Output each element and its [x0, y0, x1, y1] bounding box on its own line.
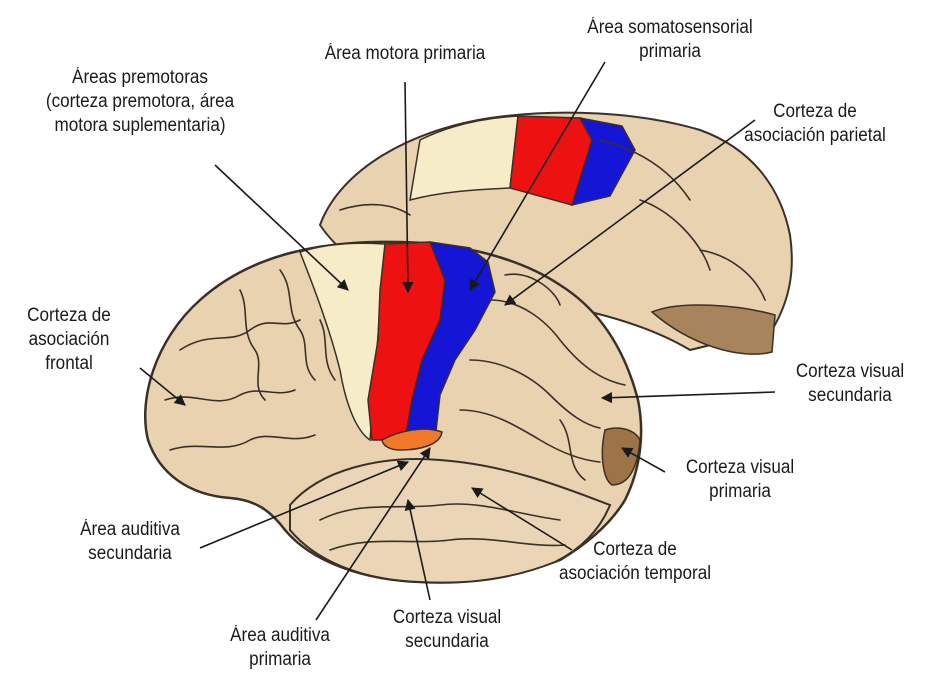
label-motor-line1: Área motora primaria [302, 42, 509, 66]
label-frontal-line2: asociación [11, 328, 128, 352]
label-somato-line2: primaria [567, 40, 774, 64]
label-auditory-sec-line2: secundaria [58, 542, 202, 566]
label-secondary-visual-cortex-bottom: Corteza visual secundaria [371, 606, 524, 654]
label-secondary-auditory-area: Área auditiva secundaria [58, 518, 202, 566]
label-primary-somatosensory-area: Área somatosensorial primaria [567, 16, 774, 64]
label-frontal-association-cortex: Corteza de asociación frontal [11, 304, 128, 376]
label-secondary-visual-cortex-right: Corteza visual secundaria [778, 360, 922, 408]
label-somato-line1: Área somatosensorial [567, 16, 774, 40]
label-temporal-line2: asociación temporal [536, 562, 734, 586]
label-visual-sec-bottom-line1: Corteza visual [371, 606, 524, 630]
label-parietal-association-cortex: Corteza de asociación parietal [716, 100, 914, 148]
label-auditory-sec-line1: Área auditiva [58, 518, 202, 542]
label-visual-sec-right-line2: secundaria [778, 384, 922, 408]
label-primary-auditory-area: Área auditiva primaria [204, 624, 357, 672]
label-primary-visual-cortex: Corteza visual primaria [668, 456, 812, 504]
label-primary-motor-area: Área motora primaria [302, 42, 509, 66]
label-frontal-line1: Corteza de [11, 304, 128, 328]
label-frontal-line3: frontal [11, 352, 128, 376]
label-auditory-prim-line2: primaria [204, 648, 357, 672]
label-auditory-prim-line1: Área auditiva [204, 624, 357, 648]
label-visual-prim-line2: primaria [668, 480, 812, 504]
medial-premotor-region [410, 116, 518, 200]
label-premotor-areas: Áreas premotoras (corteza premotora, áre… [23, 66, 257, 138]
label-parietal-line1: Corteza de [716, 100, 914, 124]
label-visual-sec-bottom-line2: secundaria [371, 630, 524, 654]
label-premotor-line1: Áreas premotoras [23, 66, 257, 90]
label-premotor-line2: (corteza premotora, área [23, 90, 257, 114]
label-visual-sec-right-line1: Corteza visual [778, 360, 922, 384]
label-temporal-association-cortex: Corteza de asociación temporal [536, 538, 734, 586]
label-parietal-line2: asociación parietal [716, 124, 914, 148]
label-temporal-line1: Corteza de [536, 538, 734, 562]
label-visual-prim-line1: Corteza visual [668, 456, 812, 480]
label-premotor-line3: motora suplementaria) [23, 114, 257, 138]
